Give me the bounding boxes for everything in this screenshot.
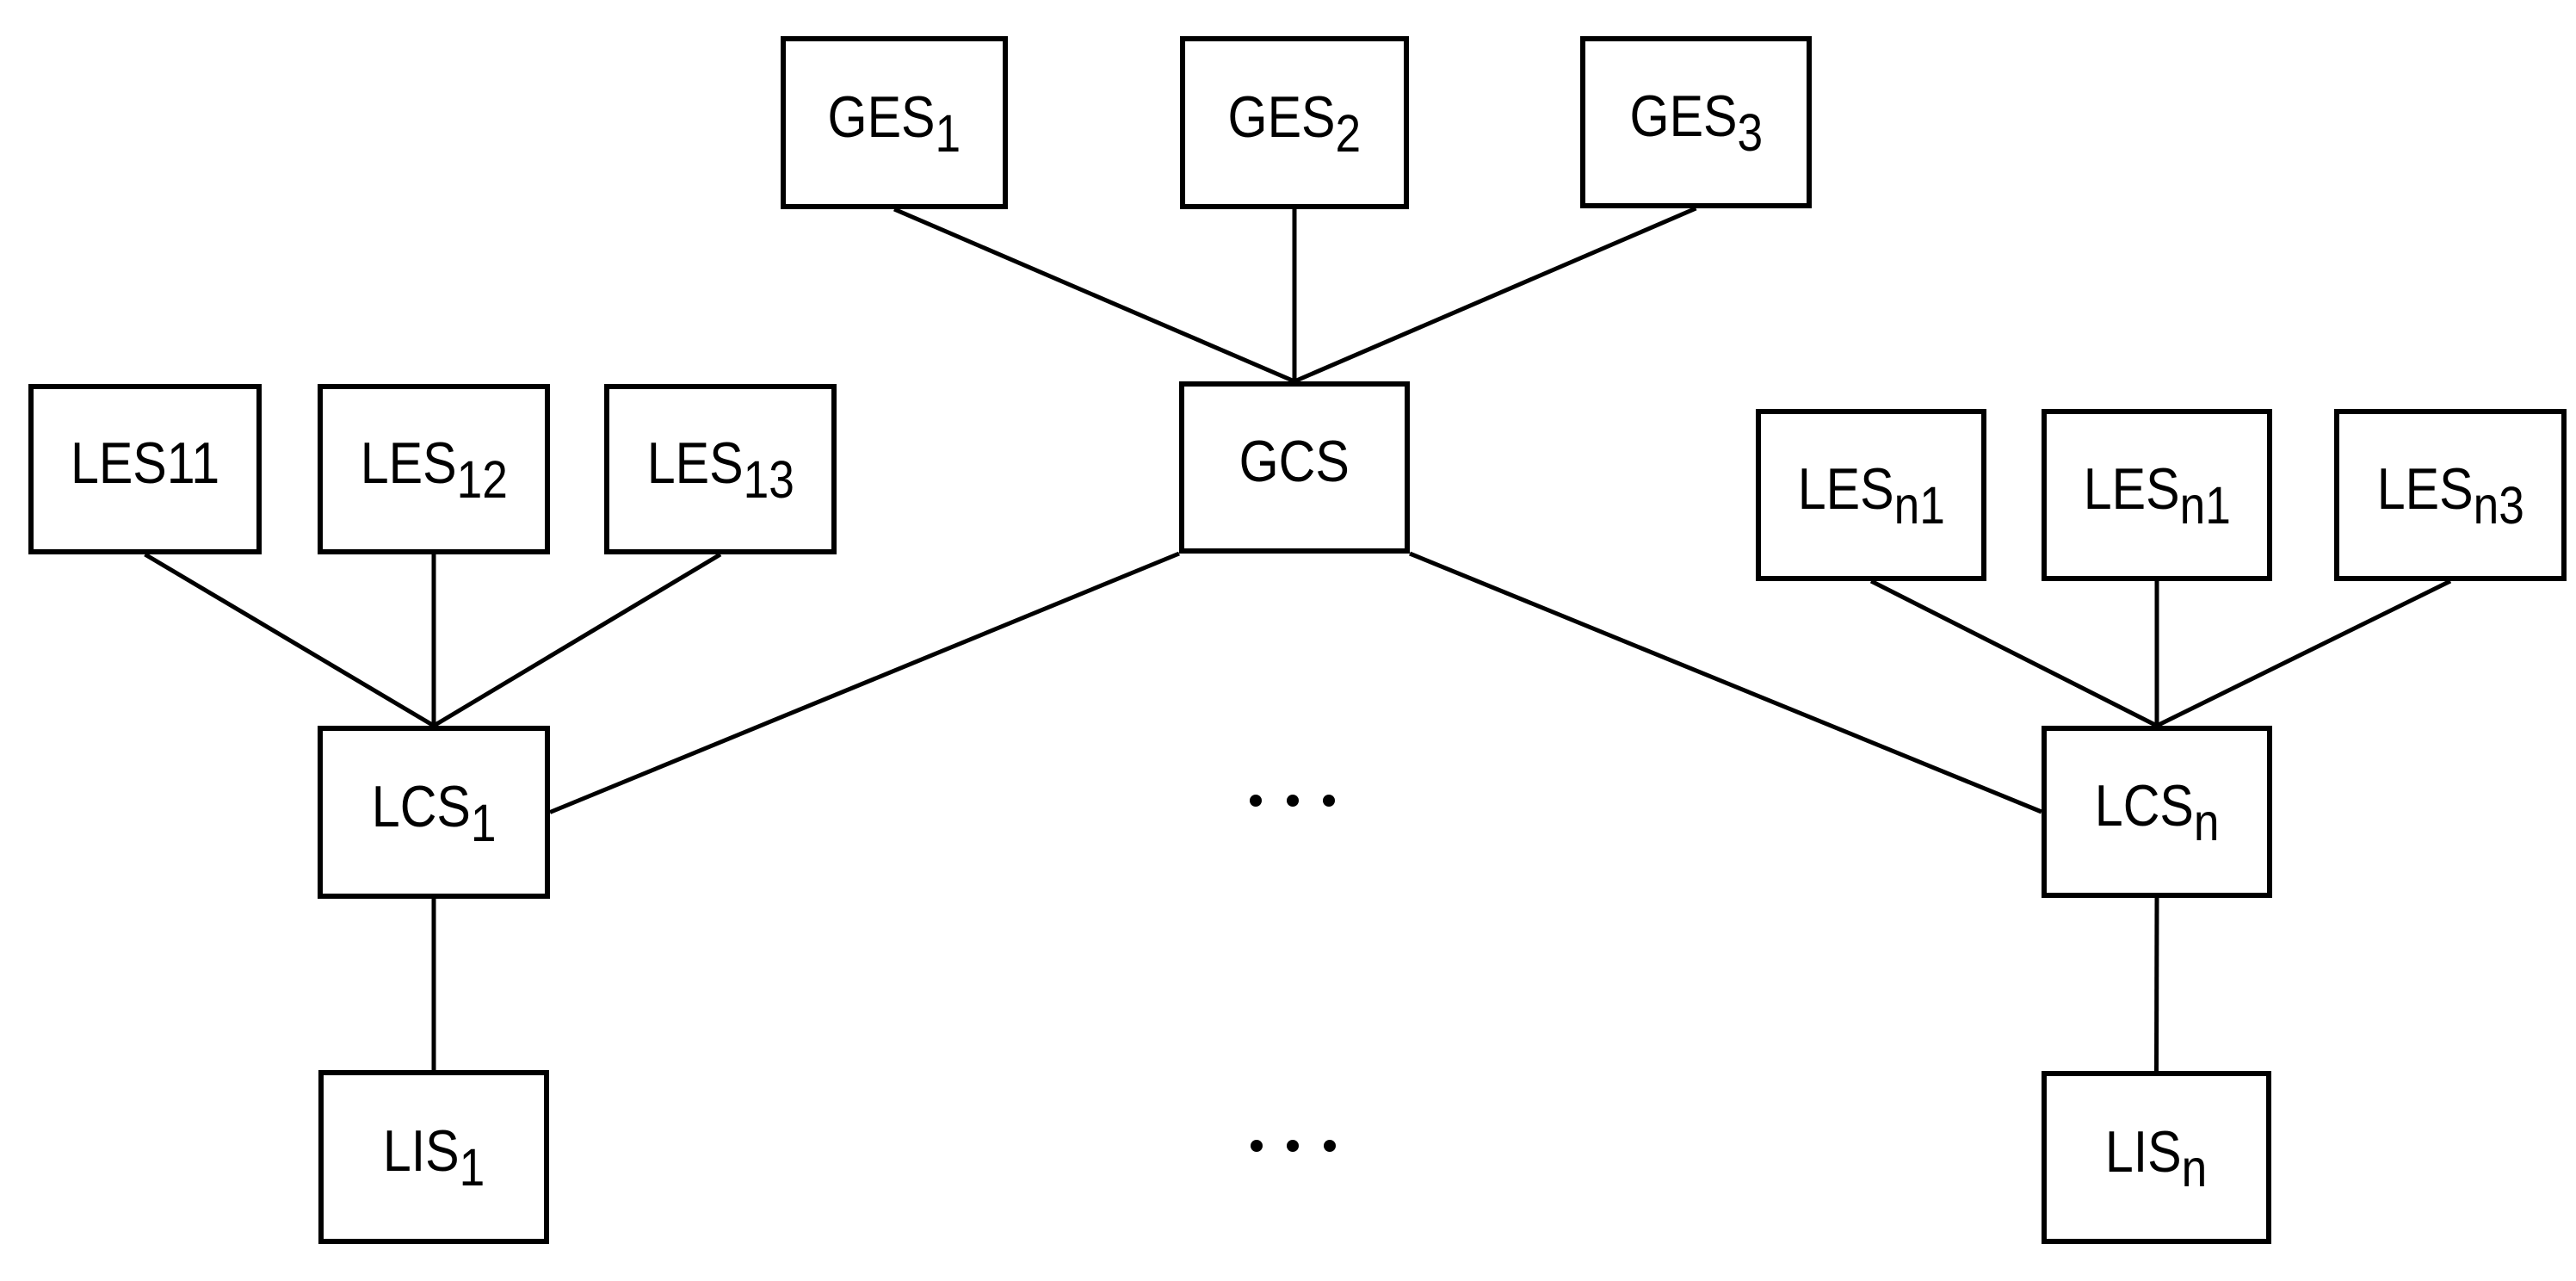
- node-lisn: LISn: [2042, 1071, 2271, 1244]
- node-label: LCSn: [2094, 773, 2220, 852]
- node-subscript: n: [2182, 1138, 2208, 1197]
- node-subscript: 1: [459, 1138, 485, 1197]
- edge-line-ges1-gcs: [893, 207, 1295, 384]
- edge-line-lcsn-lisn: [2154, 897, 2159, 1072]
- node-subscript: n1: [2179, 476, 2231, 535]
- edge-line-les11-lcs1: [144, 552, 436, 728]
- ellipsis-dot-group2: [1251, 1140, 1263, 1152]
- node-lesn3: LESn3: [2334, 409, 2567, 581]
- node-ges1: GES1: [781, 36, 1008, 209]
- node-ges2: GES2: [1180, 36, 1409, 209]
- node-label: LIS1: [382, 1118, 485, 1197]
- edge-line-lesn3-lcsn: [2155, 579, 2452, 728]
- node-ges3: GES3: [1580, 36, 1812, 208]
- edge-line-les13-lcs1: [432, 552, 722, 728]
- node-lesn1a: LESn1: [1756, 409, 1986, 581]
- ellipsis-dot-group2: [1287, 1140, 1299, 1152]
- edge-line-gcs-lcsn: [1409, 551, 2042, 814]
- node-subscript: 3: [1737, 103, 1763, 163]
- node-les12: LES12: [318, 384, 550, 554]
- ellipsis-dot-group1: [1250, 795, 1262, 807]
- node-lis1: LIS1: [318, 1070, 549, 1244]
- node-subscript: n: [2193, 793, 2220, 852]
- node-label: LESn1: [2083, 456, 2231, 535]
- node-label: LES11: [70, 430, 220, 496]
- node-subscript: n1: [1893, 476, 1945, 535]
- node-label: LESn3: [2376, 456, 2524, 535]
- node-lesn1b: LESn1: [2042, 409, 2272, 581]
- ellipsis-dot-group1: [1323, 795, 1335, 807]
- node-label: LESn1: [1797, 456, 1945, 535]
- node-subscript: 2: [1335, 103, 1362, 163]
- node-les11: LES11: [28, 384, 262, 554]
- node-subscript: n3: [2473, 476, 2524, 535]
- node-label: GES1: [827, 84, 961, 163]
- node-label: LES12: [360, 430, 508, 510]
- node-label: GCS: [1239, 429, 1350, 494]
- node-lcs1: LCS1: [318, 726, 550, 899]
- node-subscript: 1: [470, 793, 497, 852]
- node-subscript: 12: [456, 450, 508, 510]
- edge-line-gcs-lcs1: [549, 551, 1180, 814]
- node-label: GES3: [1629, 84, 1763, 163]
- node-label: LES13: [646, 430, 794, 510]
- edge-line-lesn1a-lcsn: [1869, 579, 2159, 728]
- ellipsis-dot-group1: [1287, 795, 1299, 807]
- node-label: LISn: [2105, 1118, 2208, 1197]
- node-subscript: 13: [743, 450, 794, 510]
- node-lcsn: LCSn: [2042, 726, 2272, 898]
- edge-line-ges3-gcs: [1294, 206, 1697, 384]
- node-label: GES2: [1227, 84, 1362, 163]
- node-label: LCS1: [371, 773, 497, 852]
- node-les13: LES13: [604, 384, 837, 554]
- node-subscript: 1: [935, 103, 961, 163]
- node-gcs: GCS: [1179, 381, 1410, 554]
- ellipsis-dot-group2: [1324, 1140, 1336, 1152]
